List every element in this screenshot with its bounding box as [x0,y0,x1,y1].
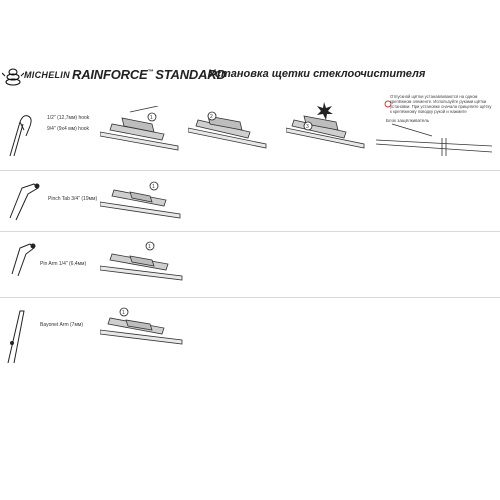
hook-label-2: 9/4" (9x4 мм) hook [47,126,90,132]
bayonet-arm-diagram [6,305,34,370]
step1-illustration [99,105,180,157]
step-number: 1 [122,310,125,316]
section-divider [0,170,500,171]
note-marker-icon [384,100,392,108]
pin-arm-label: Pin Arm 1/4" (6,4мм) [40,261,87,267]
pinch-tab-step-illustration [99,178,182,227]
pinch-tab-label: Pinch Tab 3/4" (19мм) [48,196,98,202]
trademark-symbol: ™ [147,69,154,76]
step-number: 2 [210,114,213,120]
product-suffix: STANDARD [155,67,226,82]
step-number: 1 [152,184,155,190]
product-name-main: RAINFORCE [72,67,148,82]
hook-arm-diagram [6,108,36,163]
brand-name: MICHELIN [24,70,70,80]
step3-illustration [285,102,366,157]
installation-note: Отпускной щётки устанавливаются на одном… [390,94,492,114]
step-number: 1 [150,115,153,121]
note-detail-illustration [372,100,498,169]
hook-label-1: 1/2" (12,7мм) hook [47,115,90,121]
pin-arm-step-illustration [99,240,184,289]
click-burst-icon [317,102,333,120]
bayonet-arm-label: Bayonet Arm (7мм) [40,322,84,328]
step-number: 1 [148,244,151,250]
latch-block-label: Блок защёлкиватель [386,118,430,123]
michelin-man-icon [2,68,24,86]
pin-arm-diagram [8,238,42,283]
section-divider [0,297,500,298]
pinch-tab-arm-diagram [8,176,42,227]
step-number: 3 [306,124,309,130]
document-subtitle: Установка щетки стеклоочистителя [208,68,426,80]
step2-illustration [187,106,268,157]
bayonet-arm-step-illustration [99,304,184,353]
section-divider [0,231,500,232]
